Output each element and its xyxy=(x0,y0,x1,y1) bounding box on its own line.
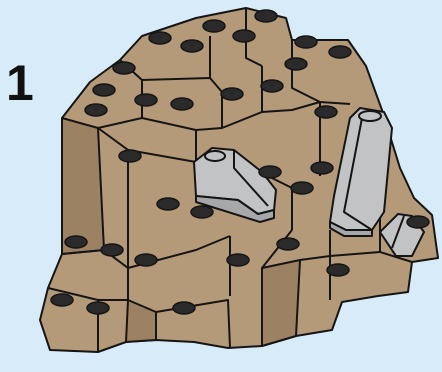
instruction-page: 1 xyxy=(0,0,442,372)
brick-model-illustration xyxy=(0,0,442,372)
